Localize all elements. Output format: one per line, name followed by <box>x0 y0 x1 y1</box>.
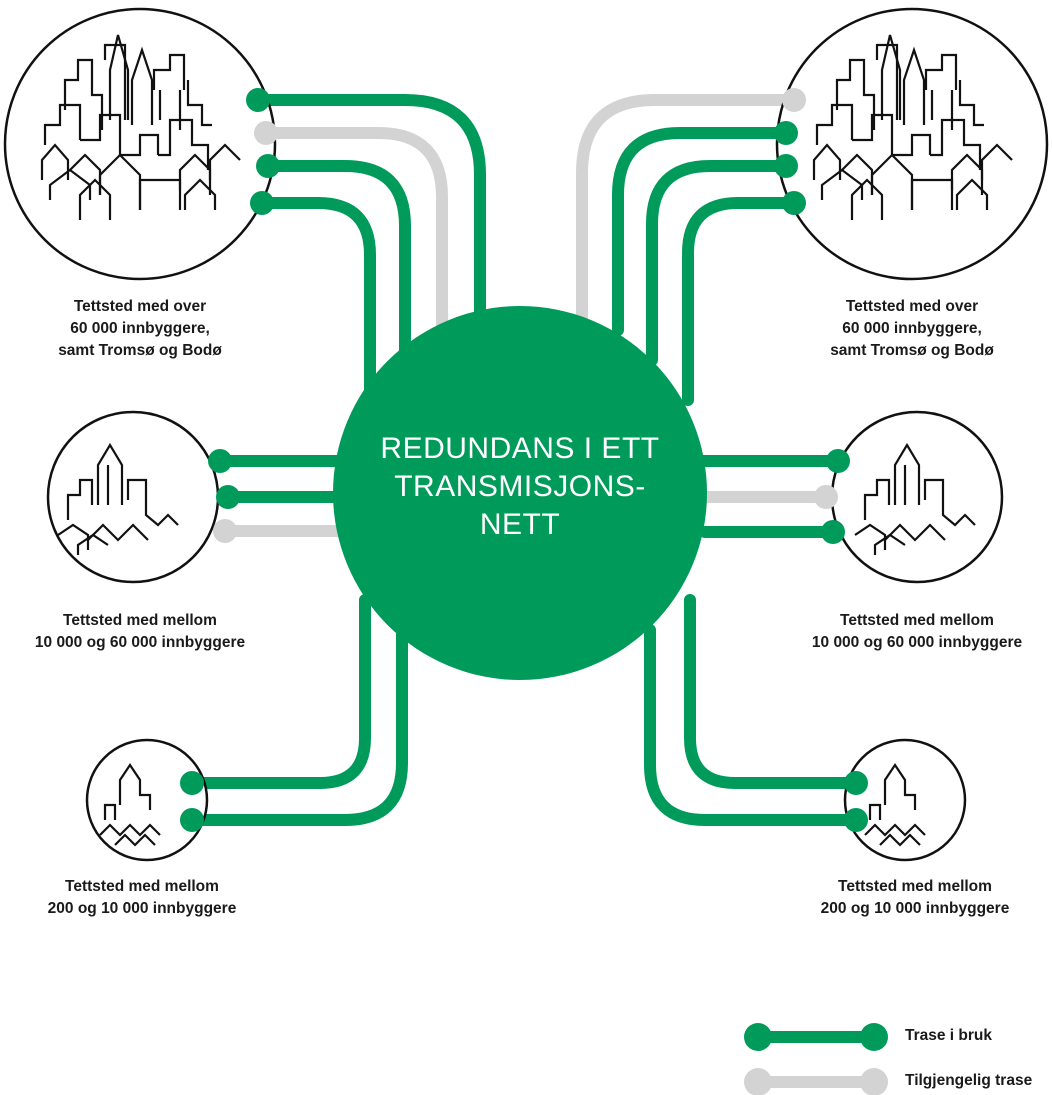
hub-title-line-3: NETT <box>479 508 561 541</box>
label-medium-right: Tettsted med mellom 10 000 og 60 000 inn… <box>811 612 1023 651</box>
route-tl-1 <box>252 94 486 346</box>
label-small-right: Tettsted med mellom 200 og 10 000 innbyg… <box>820 878 1010 917</box>
city-node-small-right <box>843 738 967 862</box>
route-tl-3 <box>262 160 411 356</box>
route-tl-2 <box>260 127 448 336</box>
city-node-medium-right <box>830 410 1004 584</box>
route-sl-2 <box>186 624 408 826</box>
route-sr-1 <box>684 594 862 789</box>
label-large-left: Tettsted med over 60 000 innbyggere, sam… <box>58 298 222 359</box>
hub-circle <box>333 306 707 680</box>
route-sl-1 <box>186 594 371 789</box>
city-node-large-right <box>775 7 1049 281</box>
label-medium-left: Tettsted med mellom 10 000 og 60 000 inn… <box>34 612 246 651</box>
route-tr-3 <box>646 160 792 366</box>
route-tr-4 <box>682 197 800 406</box>
route-tl-4 <box>256 197 376 406</box>
legend-in-use-label: Trase i bruk <box>905 1027 993 1044</box>
city-node-large-left <box>3 7 277 281</box>
legend-available-label: Tilgjengelig trase <box>905 1072 1033 1089</box>
route-tr-1 <box>576 94 800 336</box>
route-sr-2 <box>644 624 862 826</box>
label-small-left: Tettsted med mellom 200 og 10 000 innbyg… <box>47 878 237 917</box>
city-node-small-left <box>85 738 209 862</box>
hub-title-line-1: REDUNDANS I ETT <box>380 432 660 465</box>
legend <box>744 1023 888 1095</box>
hub-title-line-2: TRANSMISJONS- <box>394 470 646 503</box>
route-tr-2 <box>612 127 792 336</box>
hub-title: REDUNDANS I ETT TRANSMISJONS- NETT <box>350 430 690 544</box>
city-node-medium-left <box>46 410 220 584</box>
label-large-right: Tettsted med over 60 000 innbyggere, sam… <box>830 298 994 359</box>
